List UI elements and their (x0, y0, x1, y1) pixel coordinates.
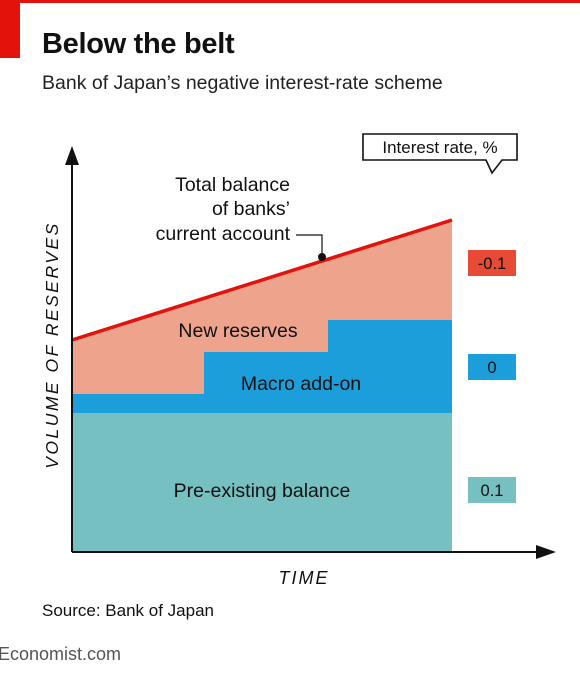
rate-badge-pre-existing (468, 477, 516, 503)
rate-badge-macro-add-on (468, 354, 516, 380)
callout-pointer (296, 234, 323, 257)
callout-dot (318, 253, 326, 261)
total-balance-label-line-1: Total balance (175, 174, 290, 196)
brand-tag (0, 0, 20, 58)
chart-title: Below the belt (42, 28, 235, 60)
interest-rate-bubble (362, 133, 518, 175)
source-note: Source: Bank of Japan (42, 601, 215, 620)
y-axis-label: VOLUME OF RESERVES (42, 221, 62, 469)
pre-existing-balance-label: Pre-existing balance (174, 480, 351, 502)
rate-value-macro-add-on: 0 (487, 359, 496, 377)
new-reserves-label: New reserves (178, 320, 297, 342)
x-axis-label: TIME (279, 568, 330, 588)
area-pre-existing (72, 413, 452, 552)
rate-value-pre-existing: 0.1 (481, 482, 504, 500)
rate-value-new-reserves: -0.1 (478, 255, 506, 273)
interest-rate-title: Interest rate, % (382, 138, 497, 157)
rate-badge-new-reserves (468, 250, 516, 276)
chart-subtitle: Bank of Japan’s negative interest-rate s… (42, 72, 443, 94)
total-balance-label-line-2: of banks’ (212, 198, 290, 220)
brand-wordmark: Economist.com (0, 644, 122, 664)
y-axis-arrow (65, 146, 79, 165)
macro-add-on-label: Macro add-on (241, 373, 361, 395)
x-axis-arrow (536, 545, 556, 559)
top-rule (0, 0, 580, 3)
total-balance-label-line-3: current account (156, 223, 291, 245)
total-balance-line (71, 218, 453, 342)
